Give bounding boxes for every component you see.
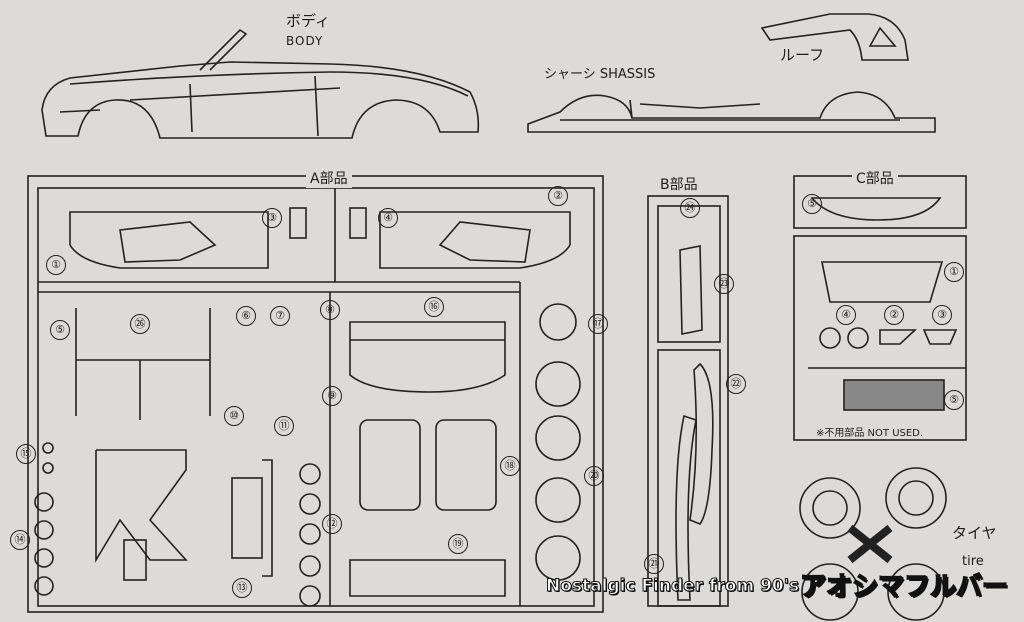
- part-number: ⑳: [584, 466, 604, 486]
- part-number: ⑯: [424, 297, 444, 317]
- part-number: ⑥: [236, 306, 256, 326]
- chassis-drawing: [527, 91, 936, 133]
- part-number: ⑬: [232, 578, 252, 598]
- part-number: ㉔: [680, 198, 700, 218]
- c-parts-label: C部品: [852, 168, 898, 188]
- c-parts-frame: [793, 175, 967, 621]
- part-number: ㉒: [726, 374, 746, 394]
- body-drawing: [41, 28, 480, 139]
- part-number: ⑨: [322, 386, 342, 406]
- roof-drawing: [760, 13, 909, 61]
- part-number: ⑤: [802, 194, 822, 214]
- part-number: ③: [932, 305, 952, 325]
- part-number: ⑦: [270, 306, 290, 326]
- part-number: ㉑: [644, 554, 664, 574]
- part-number: ⑮: [16, 444, 36, 464]
- roof-label: ルーフ: [780, 46, 825, 64]
- part-number: ④: [378, 208, 398, 228]
- part-number: ③: [262, 208, 282, 228]
- a-parts-frame: [27, 175, 604, 613]
- part-number: ⑲: [448, 534, 468, 554]
- part-number: ⑪: [274, 416, 294, 436]
- not-used-label: ※不用部品 NOT USED.: [816, 428, 924, 439]
- part-number: ②: [548, 186, 568, 206]
- part-number: ⑤: [944, 390, 964, 410]
- watermark-left: Nostalgic Finder from 90's: [545, 576, 800, 597]
- watermark-right: アオシマフルバー: [799, 571, 1009, 603]
- part-number: ㉖: [130, 314, 150, 334]
- part-number: ⑱: [500, 456, 520, 476]
- b-parts-frame: [647, 195, 729, 607]
- chassis-label: シャーシ SHASSIS: [544, 67, 656, 82]
- part-number: ⑰: [588, 314, 608, 334]
- tire-label-jp: タイヤ: [952, 524, 997, 542]
- a-parts-label: A部品: [306, 168, 352, 188]
- part-number: ⑤: [50, 320, 70, 340]
- part-number: ⑩: [224, 406, 244, 426]
- part-number: ④: [836, 305, 856, 325]
- b-parts-label: B部品: [660, 177, 698, 193]
- part-number: ㉓: [714, 274, 734, 294]
- part-number: ⑧: [320, 300, 340, 320]
- part-number: ①: [944, 262, 964, 282]
- body-label-en: BODY: [286, 34, 324, 48]
- tire-label-en: tire: [962, 554, 984, 569]
- part-number: ①: [46, 255, 66, 275]
- body-label-jp: ボディ: [286, 12, 330, 30]
- part-number: ⑫: [322, 514, 342, 534]
- part-number: ②: [884, 305, 904, 325]
- part-number: ⑭: [10, 530, 30, 550]
